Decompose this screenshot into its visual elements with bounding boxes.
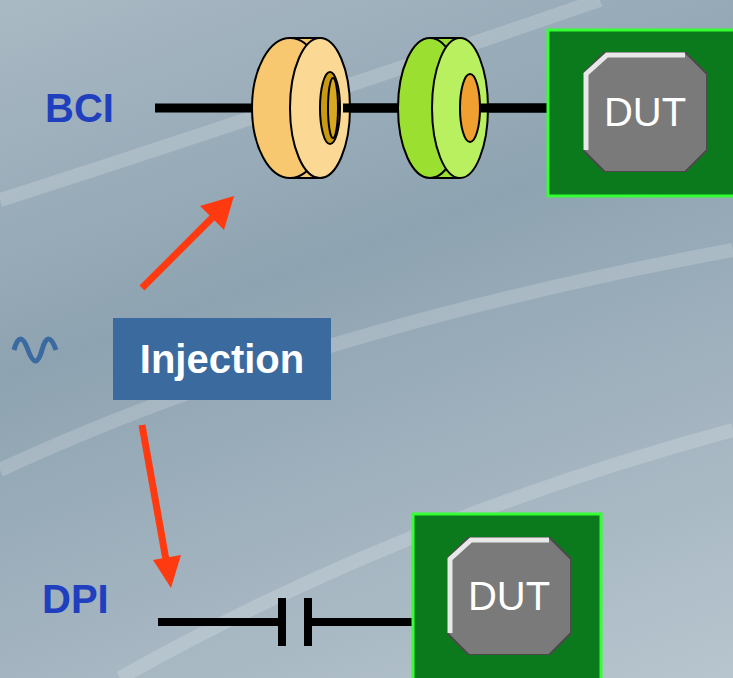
box-label: Injection — [140, 337, 304, 382]
method-label: BCI — [45, 86, 114, 130]
method-label: DPI — [42, 577, 109, 621]
injection-probe — [252, 38, 350, 178]
capacitor — [158, 598, 414, 646]
monitor-probe — [398, 38, 488, 178]
chip-node: DUT — [583, 52, 707, 172]
chip-label: DUT — [604, 90, 686, 135]
cable — [155, 104, 550, 113]
dut-board — [413, 514, 601, 678]
process-box: Injection — [113, 318, 331, 400]
sine-symbol — [14, 339, 56, 361]
chip-label: DUT — [468, 574, 550, 619]
chip-node: DUT — [447, 537, 571, 655]
dut-board — [548, 30, 733, 196]
